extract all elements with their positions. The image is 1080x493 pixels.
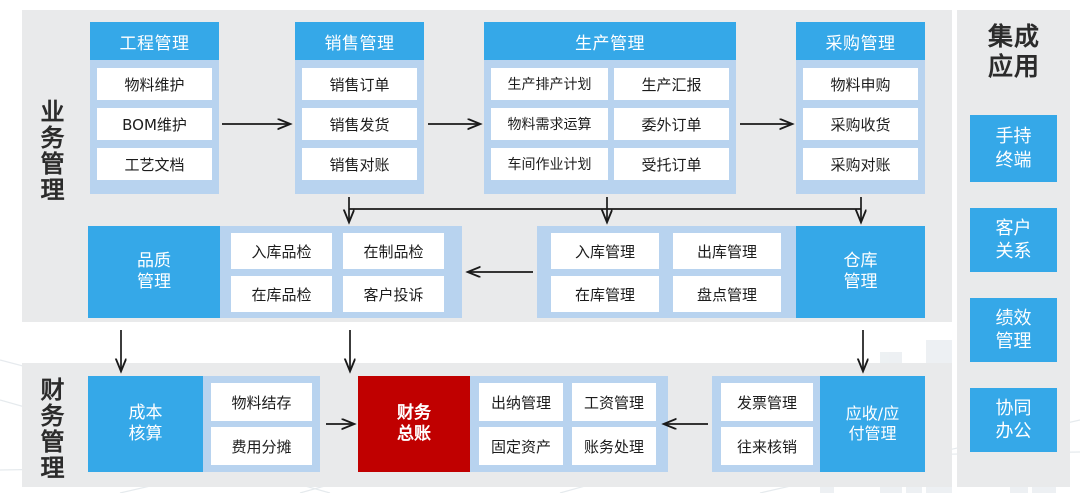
module-item[interactable]: 工艺文档 [97,148,212,180]
module-title-production[interactable]: 生产管理 [484,22,736,60]
module-item[interactable]: 固定资产 [479,427,563,465]
module-item[interactable]: 工资管理 [572,383,656,421]
module-item[interactable]: 在库管理 [551,276,659,312]
module-title-receivable-payable[interactable]: 应收/应付管理 [820,376,925,472]
module-title-cost-accounting[interactable]: 成本核算 [88,376,203,472]
module-item[interactable]: 销售订单 [302,68,417,100]
module-item[interactable]: 车间作业计划 [491,148,608,180]
finance-management-title: 财务管理 [40,376,66,482]
module-item[interactable]: 客户投诉 [343,276,444,312]
module-title-engineering[interactable]: 工程管理 [90,22,219,60]
module-item[interactable]: 销售发货 [302,108,417,140]
module-item[interactable]: 费用分摊 [211,427,312,465]
module-item[interactable]: 物料需求运算 [491,108,608,140]
module-item[interactable]: 发票管理 [721,383,813,421]
module-title-general-ledger[interactable]: 财务总账 [358,376,470,472]
business-management-title: 业务管理 [40,98,66,204]
module-item[interactable]: 在库品检 [231,276,332,312]
module-item[interactable]: 物料结存 [211,383,312,421]
module-item[interactable]: 受托订单 [614,148,729,180]
module-item[interactable]: 入库管理 [551,233,659,269]
module-item[interactable]: 生产汇报 [614,68,729,100]
module-title-warehouse[interactable]: 仓库管理 [796,226,925,318]
module-item[interactable]: 在制品检 [343,233,444,269]
module-title-purchasing[interactable]: 采购管理 [796,22,925,60]
module-item[interactable]: 盘点管理 [673,276,781,312]
module-item[interactable]: BOM维护 [97,108,212,140]
integration-applications-title: 集成应用 [987,22,1040,81]
module-item[interactable]: 委外订单 [614,108,729,140]
module-item[interactable]: 出库管理 [673,233,781,269]
module-item[interactable]: 采购收货 [803,108,918,140]
module-item[interactable]: 物料维护 [97,68,212,100]
module-item[interactable]: 往来核销 [721,427,813,465]
module-item[interactable]: 物料申购 [803,68,918,100]
module-item[interactable]: 出纳管理 [479,383,563,421]
integration-button-handheld[interactable]: 手持终端 [970,115,1057,182]
module-item[interactable]: 生产排产计划 [491,68,608,100]
module-item[interactable]: 账务处理 [572,427,656,465]
module-item[interactable]: 采购对账 [803,148,918,180]
module-item[interactable]: 入库品检 [231,233,332,269]
module-title-sales[interactable]: 销售管理 [295,22,424,60]
integration-button-collaboration[interactable]: 协同办公 [970,388,1057,452]
integration-button-crm[interactable]: 客户关系 [970,208,1057,272]
module-title-quality[interactable]: 品质管理 [88,226,220,318]
module-item[interactable]: 销售对账 [302,148,417,180]
integration-button-performance[interactable]: 绩效管理 [970,298,1057,362]
